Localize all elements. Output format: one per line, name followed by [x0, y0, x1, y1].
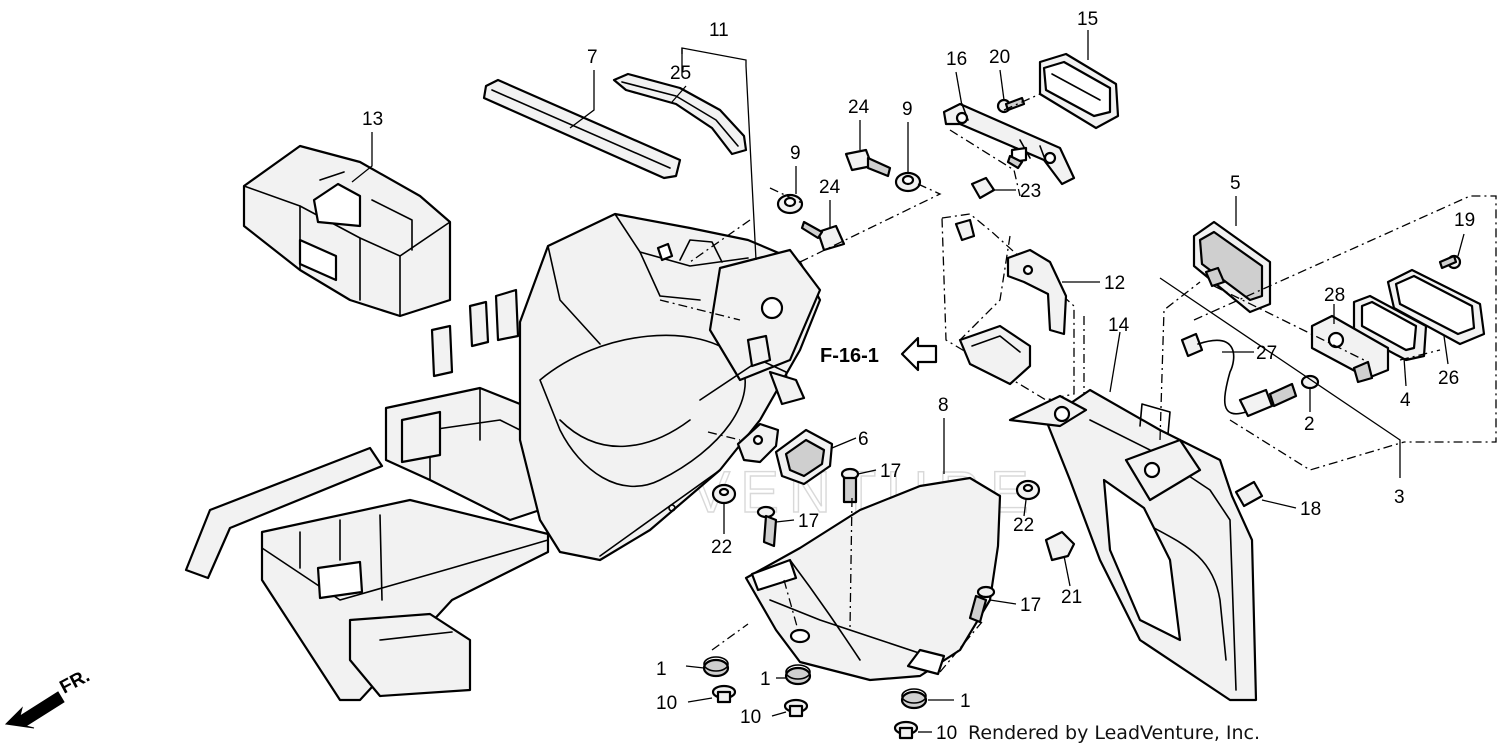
seal-4	[1352, 294, 1428, 362]
callout-21[interactable]: 21	[1061, 587, 1082, 608]
lens-housing-15	[1038, 52, 1120, 130]
nut-22-right	[1015, 479, 1041, 501]
callout-26[interactable]: 26	[1438, 368, 1459, 389]
stay-12	[941, 213, 1075, 401]
front-direction-indicator: FR.	[4, 666, 93, 729]
callout-27[interactable]: 27	[1256, 343, 1277, 364]
callout-18[interactable]: 18	[1300, 499, 1321, 520]
callout-6[interactable]: 6	[858, 429, 869, 450]
bolt-24-lower	[800, 220, 846, 252]
callout-9-upper[interactable]: 9	[902, 99, 913, 120]
bolt-17-a	[840, 467, 860, 504]
nut-22-left	[711, 483, 737, 505]
callout-15[interactable]: 15	[1077, 9, 1098, 30]
callout-17-c[interactable]: 17	[1020, 595, 1041, 616]
screw-19	[1438, 254, 1462, 270]
callout-8[interactable]: 8	[938, 395, 949, 416]
callout-24-upper[interactable]: 24	[848, 97, 870, 118]
collar-10-b	[783, 698, 809, 718]
screw-20	[996, 96, 1026, 114]
callout-17-a[interactable]: 17	[880, 461, 901, 482]
collar-10-c	[893, 720, 919, 740]
callout-20[interactable]: 20	[989, 47, 1010, 68]
callout-22-right[interactable]: 22	[1013, 515, 1034, 536]
callout-23[interactable]: 23	[1020, 181, 1041, 202]
callout-22-left[interactable]: 22	[711, 537, 732, 558]
callout-28[interactable]: 28	[1324, 285, 1345, 306]
hugger-8	[744, 476, 1002, 682]
rubber-seal-25	[612, 72, 748, 156]
callout-1-c[interactable]: 1	[960, 691, 971, 712]
grommet-1-c	[900, 688, 928, 710]
callout-numbers: 11 15 7 25 20 16 13 24 9 9 24 23 5 19 12…	[362, 9, 1475, 744]
grommet-1-a	[702, 656, 730, 678]
front-label: FR.	[56, 666, 93, 699]
bolt-17-b	[756, 505, 778, 548]
bolt-17-c	[968, 585, 996, 624]
callout-7[interactable]: 7	[587, 47, 598, 68]
reference-label: F-16-1	[820, 345, 879, 367]
collar-10-a	[711, 684, 737, 704]
nut-18	[1234, 480, 1264, 508]
license-lens-26	[1386, 268, 1486, 346]
callout-10-a[interactable]: 10	[656, 693, 677, 714]
callout-25[interactable]: 25	[670, 63, 691, 84]
credit-text: Rendered by LeadVenture, Inc.	[968, 722, 1260, 744]
rear-fender-14	[1008, 388, 1258, 702]
bulb-2	[1300, 374, 1320, 390]
bolt-24-upper	[844, 148, 892, 178]
leader-lines	[351, 30, 1497, 733]
callout-12[interactable]: 12	[1104, 273, 1125, 294]
callout-1-b[interactable]: 1	[760, 669, 771, 690]
lamp-base-28	[1310, 314, 1390, 384]
seal-strip-7	[482, 78, 682, 180]
callout-11[interactable]: 11	[709, 20, 729, 41]
callout-19[interactable]: 19	[1454, 210, 1475, 231]
callout-14[interactable]: 14	[1108, 315, 1130, 336]
callout-16[interactable]: 16	[946, 49, 967, 70]
grommet-1-b	[784, 664, 812, 686]
front-arrow-icon	[4, 691, 65, 729]
reference-arrow-icon	[900, 336, 938, 372]
harness-27	[1180, 332, 1298, 418]
reflector-6	[736, 422, 834, 486]
washer-9-upper	[894, 171, 922, 193]
callout-24-lower[interactable]: 24	[819, 177, 841, 198]
reflector-5	[1192, 220, 1272, 314]
callout-17-b[interactable]: 17	[798, 511, 819, 532]
callout-10-c[interactable]: 10	[936, 723, 957, 744]
reference-f-16-1[interactable]: F-16-1	[820, 336, 938, 372]
callout-4[interactable]: 4	[1400, 390, 1411, 411]
rear-inner-fender	[184, 212, 822, 702]
callout-1-a[interactable]: 1	[656, 659, 667, 680]
battery-cover-13	[242, 144, 452, 318]
callout-13[interactable]: 13	[362, 109, 383, 130]
nut-23	[970, 154, 1024, 200]
bracket-16	[942, 102, 1076, 186]
callout-2[interactable]: 2	[1304, 414, 1315, 435]
nut-21	[1044, 530, 1076, 562]
callout-5[interactable]: 5	[1230, 173, 1241, 194]
callout-10-b[interactable]: 10	[740, 707, 761, 728]
callout-9-lower[interactable]: 9	[790, 143, 801, 164]
callout-3[interactable]: 3	[1394, 487, 1405, 508]
